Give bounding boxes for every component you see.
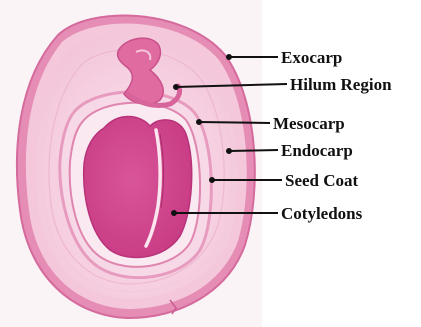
label-hilum-region: Hilum Region — [290, 75, 392, 94]
leader-dot-seed-coat — [210, 178, 214, 182]
leader-dot-endocarp — [227, 149, 231, 153]
leader-dot-exocarp — [227, 55, 231, 59]
label-mesocarp: Mesocarp — [273, 114, 345, 133]
label-endocarp: Endocarp — [281, 141, 353, 160]
label-exocarp: Exocarp — [281, 48, 342, 67]
leader-line-endocarp — [229, 150, 278, 151]
leader-dot-hilum — [174, 85, 178, 89]
label-seed-coat: Seed Coat — [285, 171, 359, 190]
label-cotyledons: Cotyledons — [281, 204, 363, 223]
leader-dot-mesocarp — [197, 120, 201, 124]
leader-dot-cotyledons — [172, 211, 176, 215]
leader-line-mesocarp — [199, 122, 270, 123]
cotyledon-mass — [84, 117, 192, 258]
